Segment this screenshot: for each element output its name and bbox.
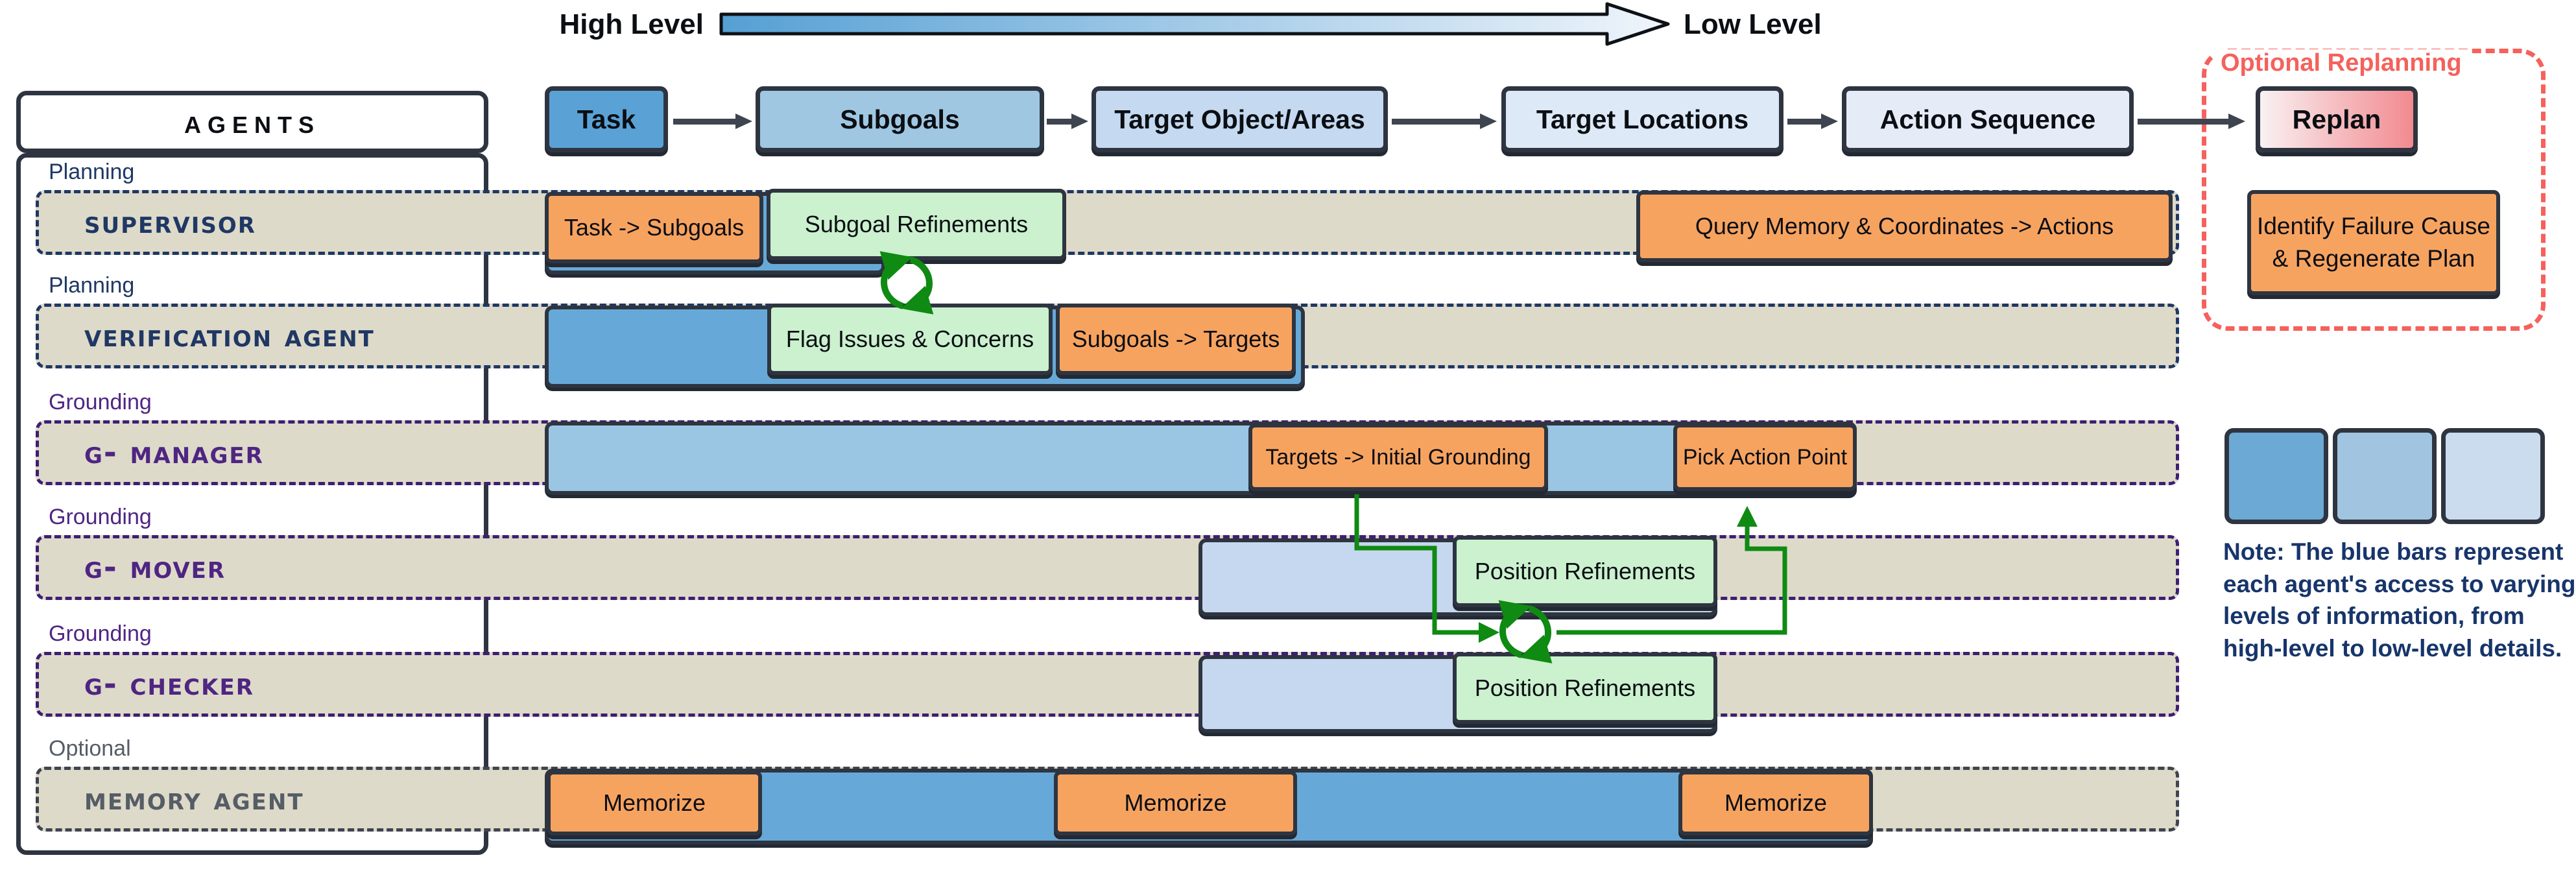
agent-category-label: Grounding: [49, 390, 152, 414]
agent-name: Memory Agent: [84, 781, 304, 817]
high-to-low-arrow: [719, 2, 1670, 46]
stage-arrow-5: [2138, 114, 2245, 129]
agent-category-label: Grounding: [49, 505, 152, 529]
agent-name: Supervisor: [84, 204, 256, 241]
legend-swatch-mid-level: [2333, 428, 2437, 524]
task-box-targets-initial-grounding: Targets -> Initial Grounding: [1248, 424, 1548, 491]
agent-name: Verification Agent: [84, 318, 375, 354]
access-bar-g-manager: [545, 422, 1857, 495]
stage-arrow-3: [1392, 114, 1497, 129]
stage-arrow-1: [673, 114, 752, 129]
agent-name: G- Manager: [84, 435, 264, 471]
note-text: Note: The blue bars represent each agent…: [2223, 538, 2576, 662]
stage-task: Task: [545, 86, 668, 152]
stage-target-locations: Target Locations: [1501, 86, 1783, 152]
agent-name: G- Mover: [84, 549, 226, 586]
high-level-label: High Level: [559, 8, 704, 40]
legend-swatch-low-level: [2441, 428, 2545, 524]
cycle-arrows-icon-supervisor-verification: [879, 251, 934, 315]
task-box-position-refinements-checker: Position Refinements: [1453, 653, 1717, 724]
legend-swatch-high-level: [2224, 428, 2328, 524]
agent-category-label: Planning: [49, 273, 135, 298]
agent-name: G- Checker: [84, 666, 254, 702]
agent-bar-g-checker: G- Checker: [36, 652, 2179, 717]
task-box-subgoal-refinements: Subgoal Refinements: [767, 189, 1066, 260]
stage-replan: Replan: [2256, 86, 2418, 152]
stage-arrow-4: [1787, 114, 1838, 129]
agent-category-label: Optional: [49, 736, 131, 761]
task-box-memorize-2: Memorize: [1054, 771, 1297, 835]
stage-arrow-2: [1047, 114, 1088, 129]
low-level-label: Low Level: [1684, 8, 1822, 40]
task-box-query-memory: Query Memory & Coordinates -> Actions: [1636, 191, 2173, 262]
stage-target-object-areas: Target Object/Areas: [1091, 86, 1388, 152]
stage-action-sequence: Action Sequence: [1842, 86, 2134, 152]
stage-subgoals: Subgoals: [756, 86, 1044, 152]
agents-panel-body: [16, 153, 488, 855]
agent-category-label: Planning: [49, 160, 135, 184]
optional-replanning-label: Optional Replanning: [2214, 49, 2468, 77]
agent-category-label: Grounding: [49, 621, 152, 646]
task-box-task-to-subgoals: Task -> Subgoals: [545, 192, 763, 263]
task-box-subgoals-to-targets: Subgoals -> Targets: [1056, 304, 1296, 375]
task-box-memorize-1: Memorize: [547, 771, 762, 835]
task-box-pick-action-point: Pick Action Point: [1673, 424, 1857, 491]
agents-panel-title: Agents: [16, 91, 488, 153]
task-box-memorize-3: Memorize: [1678, 771, 1873, 835]
task-box-identify-failure: Identify Failure Cause & Regenerate Plan: [2247, 190, 2500, 295]
task-box-position-refinements-mover: Position Refinements: [1453, 536, 1717, 607]
task-box-flag-issues: Flag Issues & Concerns: [767, 304, 1053, 375]
agent-bar-g-mover: G- Mover: [36, 535, 2179, 600]
